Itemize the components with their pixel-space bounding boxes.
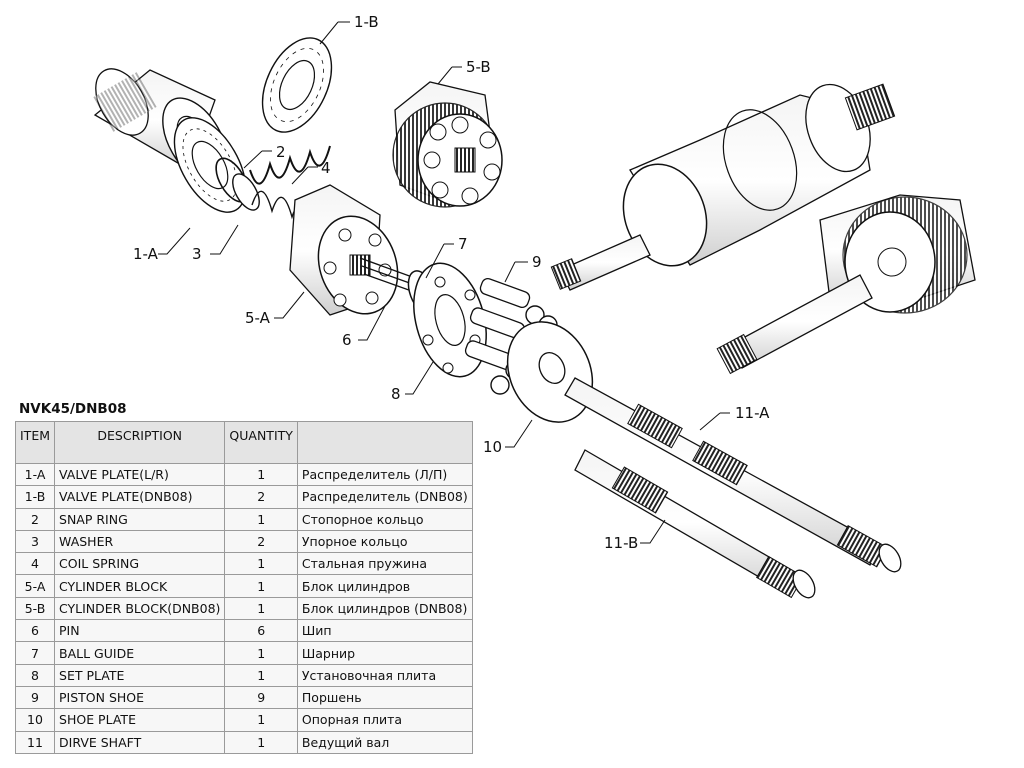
callout-5-a: 5-A [245, 309, 271, 327]
pump-assembly-right-lower [716, 194, 976, 375]
callout-labels: 1-B 5-B 2 4 1-A 3 5-A 7 9 6 8 10 11-A 11… [133, 13, 770, 552]
cylinder-block-5a [289, 184, 399, 316]
cell-russian: Блок цилиндров [296, 574, 473, 598]
cell-item: 9 [14, 685, 56, 710]
cell-quantity: 1 [224, 663, 298, 687]
drive-shaft-11b [574, 449, 816, 599]
cell-quantity: 2 [224, 485, 298, 509]
callout-11-a: 11-A [735, 404, 770, 422]
leader-lines [158, 21, 730, 544]
cell-item: 3 [14, 529, 56, 554]
cell-item: 4 [14, 552, 56, 576]
cell-description: WASHER [54, 529, 226, 554]
cell-description: DIRVE SHAFT [54, 730, 226, 754]
cell-description: SET PLATE [54, 663, 226, 687]
cell-quantity: 1 [224, 552, 298, 576]
cell-russian: Блок цилиндров (DNB08) [296, 596, 473, 621]
cell-russian: Распределитель (DNB08) [296, 485, 473, 509]
cell-description: BALL GUIDE [54, 641, 226, 665]
cell-russian: Ведущий вал [296, 730, 473, 754]
cell-russian: Упорное кольцо [296, 529, 473, 554]
cell-item: 11 [14, 730, 56, 754]
cell-quantity: 1 [224, 462, 298, 487]
cell-russian: Установочная плита [296, 663, 473, 687]
callout-9: 9 [532, 253, 542, 271]
drive-shaft-11a [564, 377, 902, 573]
cell-russian: Опорная плита [296, 708, 473, 732]
cell-item: 7 [14, 641, 56, 665]
table-header-row: ITEM DESCRIPTION QUANTITY [14, 421, 473, 464]
cell-description: SHOE PLATE [54, 708, 226, 732]
callout-10: 10 [483, 438, 502, 456]
callout-4: 4 [321, 159, 331, 177]
callout-2: 2 [276, 143, 286, 161]
cell-item: 10 [14, 708, 56, 732]
cell-item: 2 [14, 507, 56, 531]
cell-quantity: 1 [224, 507, 298, 531]
cell-quantity: 1 [224, 574, 298, 598]
cell-quantity: 6 [224, 619, 298, 643]
cell-quantity: 1 [224, 641, 298, 665]
cell-russian: Стопорное кольцо [296, 507, 473, 531]
cell-description: PISTON SHOE [54, 685, 226, 710]
cell-russian: Шип [296, 619, 473, 643]
callout-5-b: 5-B [466, 58, 491, 76]
cell-description: CYLINDER BLOCK(DNB08) [54, 596, 226, 621]
cell-description: CYLINDER BLOCK [54, 574, 226, 598]
cylinder-block-5b [392, 81, 503, 208]
cell-russian: Распределитель (Л/П) [296, 462, 473, 487]
callout-8: 8 [391, 385, 401, 403]
valve-plate-1b [261, 37, 333, 133]
cell-item: 8 [14, 663, 56, 687]
callout-1-a: 1-A [133, 245, 159, 263]
header-russian [296, 421, 473, 464]
header-quantity: QUANTITY [224, 421, 298, 464]
callout-11-b: 11-B [604, 534, 638, 552]
valve-plate-1a [173, 117, 247, 213]
washer-3 [232, 173, 260, 211]
header-description: DESCRIPTION [54, 421, 226, 464]
table-title: NVK45/DNB08 [19, 401, 127, 417]
callout-3: 3 [192, 245, 202, 263]
cell-description: SNAP RING [54, 507, 226, 531]
cell-item: 5-B [14, 596, 56, 621]
cell-item: 6 [14, 619, 56, 643]
cell-item: 1-A [14, 462, 56, 487]
cell-russian: Стальная пружина [296, 552, 473, 576]
cell-russian: Поршень [296, 685, 473, 710]
cell-description: VALVE PLATE(DNB08) [54, 485, 226, 509]
cell-item: 5-A [14, 574, 56, 598]
cell-description: PIN [54, 619, 226, 643]
cell-quantity: 1 [224, 708, 298, 732]
cell-description: COIL SPRING [54, 552, 226, 576]
callout-7: 7 [458, 235, 468, 253]
pump-assembly-right-upper [550, 83, 896, 291]
cell-quantity: 2 [224, 529, 298, 554]
cell-russian: Шарнир [296, 641, 473, 665]
cell-item: 1-B [14, 485, 56, 509]
cell-description: VALVE PLATE(L/R) [54, 462, 226, 487]
cell-quantity: 1 [224, 596, 298, 621]
cell-quantity: 9 [224, 685, 298, 710]
header-item: ITEM [14, 421, 56, 464]
callout-1-b: 1-B [354, 13, 379, 31]
callout-6: 6 [342, 331, 352, 349]
cell-quantity: 1 [224, 730, 298, 754]
